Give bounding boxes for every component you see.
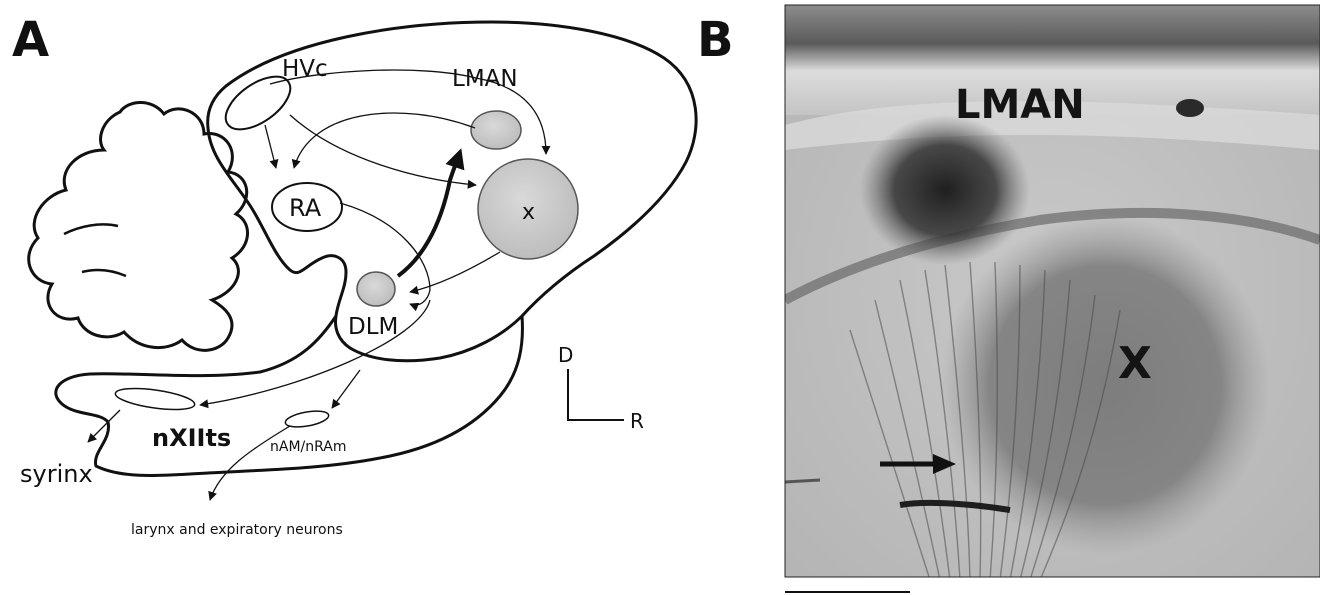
- nxiits-nucleus: [114, 385, 196, 414]
- cerebellum-fold: [82, 270, 126, 276]
- nxiits-label: nXIIts: [152, 424, 231, 452]
- orientation-axes: [568, 369, 624, 420]
- ra-label: RA: [289, 194, 322, 222]
- panel-a-letter: A: [12, 12, 49, 68]
- ra-to-nam-arrow: [332, 370, 360, 408]
- photo-x-label: X: [1118, 338, 1152, 389]
- x-to-dlm-arrow: [410, 252, 500, 292]
- hvc-to-x-arrow: [290, 115, 476, 185]
- lman-nucleus: [471, 111, 521, 149]
- lman-to-ra-arrow: [294, 113, 475, 168]
- area-x-label: x: [522, 200, 535, 225]
- dlm-nucleus: [357, 272, 395, 306]
- nam-nram-label: nAM/nRAm: [270, 439, 347, 455]
- panel-b-letter: B: [697, 12, 734, 68]
- cerebellum-outline: [29, 103, 248, 351]
- syrinx-label: syrinx: [20, 460, 93, 488]
- nam-nram-nucleus: [284, 408, 330, 429]
- photo-lman-label: LMAN: [955, 82, 1085, 128]
- panel-a: A HVc LMAN x RA DLM nXIIts nAM/nRAm syri…: [12, 12, 696, 538]
- hvc-to-ra-arrow: [265, 125, 276, 168]
- larynx-label: larynx and expiratory neurons: [131, 522, 343, 538]
- cerebellum-fold: [64, 224, 118, 234]
- rostral-axis-label: R: [630, 409, 644, 433]
- dlm-label: DLM: [348, 314, 398, 340]
- dorsal-axis-label: D: [558, 343, 573, 367]
- hvc-label: HVc: [282, 56, 328, 82]
- dlm-to-lman-arrow: [398, 152, 460, 276]
- panel-b: B: [697, 5, 1320, 592]
